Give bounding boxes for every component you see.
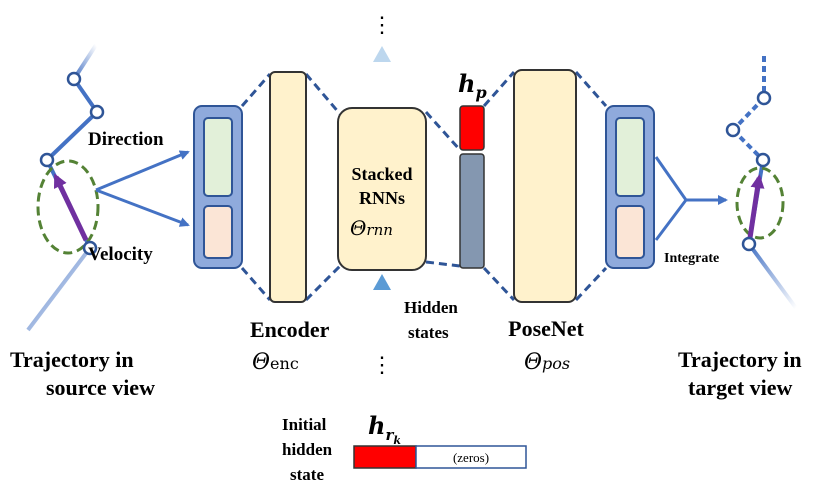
traj-segment — [26, 246, 92, 332]
direction-label: Direction — [88, 129, 164, 150]
bottom-vdots: ⋮ — [371, 353, 393, 378]
traj-segment — [45, 110, 99, 162]
integrate-label: Integrate — [664, 251, 719, 266]
posenet-connectors — [482, 71, 608, 302]
zeros-label: (zeros) — [453, 450, 489, 465]
theta-pos: Θpos — [524, 350, 570, 375]
direction-cell — [615, 117, 645, 197]
init-label-line1: Initial — [282, 415, 327, 434]
input-arrows — [95, 150, 190, 227]
traj-segment — [731, 96, 766, 132]
hidden-label-line2: states — [408, 323, 449, 342]
source-caption-line1: Trajectory in — [10, 347, 134, 372]
motion-arrow — [747, 174, 765, 239]
init-label-line3: state — [290, 465, 324, 484]
traj-node — [741, 236, 757, 252]
source-trajectory — [26, 43, 105, 332]
traj-node — [756, 90, 772, 106]
selection-ellipse — [735, 166, 785, 240]
encoder-connectors — [240, 73, 342, 302]
traj-node — [725, 122, 741, 138]
traj-segment — [747, 242, 798, 310]
theta-enc: Θenc — [252, 350, 299, 375]
top-vdots: ⋮ — [371, 13, 393, 38]
hidden-state-arrow — [373, 274, 391, 340]
source-caption-line2: source view — [46, 375, 155, 400]
target-trajectory — [725, 56, 798, 310]
rnn-label-line1: Stacked — [351, 164, 412, 184]
posenet-block — [513, 69, 577, 303]
init-label-line2: hidden — [282, 440, 333, 459]
hp-vector-red — [459, 105, 485, 151]
target-caption-line2: target view — [688, 375, 793, 400]
velocity-cell — [615, 205, 645, 259]
target-caption-line1: Trajectory in — [678, 347, 802, 372]
posenet-label: PoseNet — [508, 316, 584, 341]
encoder-label: Encoder — [250, 317, 330, 342]
hidden-label-line1: Hidden — [404, 298, 458, 317]
theta-rnn: Θrnn — [350, 216, 393, 240]
hrk-vector-red — [353, 445, 417, 469]
traj-node — [66, 71, 82, 87]
selection-ellipse — [36, 159, 100, 255]
hp-vector-slate — [459, 153, 485, 269]
output-arrows — [654, 156, 728, 241]
velocity-label: Velocity — [88, 244, 153, 265]
rnn-label-line2: RNNs — [359, 188, 405, 208]
hp-label: hp — [458, 69, 487, 102]
hrk-label: hrk — [368, 411, 401, 447]
direction-cell — [203, 117, 233, 197]
input-feature-box — [193, 105, 243, 269]
traj-node — [39, 152, 55, 168]
traj-node — [755, 152, 771, 168]
motion-arrow — [53, 173, 89, 242]
velocity-cell — [203, 205, 233, 259]
rnn-hp-connectors — [424, 110, 462, 268]
rnn-output-arrow — [373, 46, 391, 108]
hrk-vector-zeros — [415, 445, 527, 469]
traj-node — [82, 240, 98, 256]
traj-node — [89, 104, 105, 120]
encoder-block — [269, 71, 307, 303]
output-feature-box — [605, 105, 655, 269]
